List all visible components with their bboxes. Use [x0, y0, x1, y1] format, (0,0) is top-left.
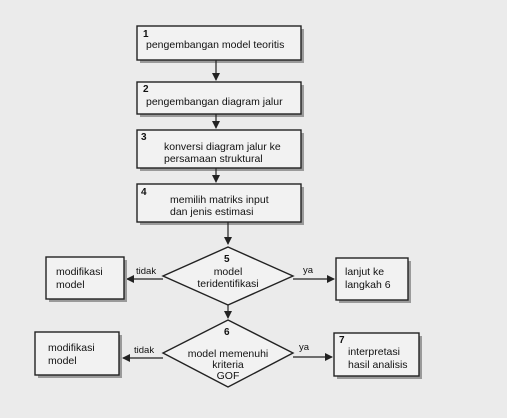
decision-5-number: 5	[224, 254, 230, 265]
decision-6-label-line2: kriteria	[212, 359, 244, 371]
decision-6-no-label: tidak	[134, 345, 154, 356]
modifikasi-model-box-1: modifikasi model	[45, 256, 127, 302]
modifikasi-1-line2: model	[56, 279, 85, 291]
step-2-box: 2 pengembangan diagram jalur	[136, 81, 304, 117]
step-4-label-line1: memilih matriks input	[170, 194, 269, 206]
modifikasi-2-line2: model	[48, 355, 77, 367]
step-1-number: 1	[143, 29, 149, 40]
lanjut-line1: lanjut ke	[345, 266, 384, 278]
decision-6-number: 6	[224, 327, 230, 338]
interpretasi-number: 7	[339, 335, 345, 346]
step-3-label-line1: konversi diagram jalur ke	[164, 141, 281, 153]
step-3-box: 3 konversi diagram jalur ke persamaan st…	[136, 129, 304, 171]
decision-6-label-line1: model memenuhi	[188, 348, 269, 360]
step-2-label: pengembangan diagram jalur	[146, 96, 283, 108]
decision-5-no-label: tidak	[136, 266, 156, 277]
step-3-label-line2: persamaan struktural	[164, 153, 263, 165]
modifikasi-1-line1: modifikasi	[56, 266, 103, 278]
step-2-number: 2	[143, 84, 149, 95]
decision-5-label-line2: teridentifikasi	[197, 278, 258, 290]
decision-5-diamond: 5 model teridentifikasi	[161, 246, 295, 306]
decision-5-label-line1: model	[214, 266, 243, 278]
lanjut-line2: langkah 6	[345, 279, 391, 291]
step-4-box: 4 memilih matriks input dan jenis estima…	[136, 183, 304, 225]
decision-6-diamond: 6 model memenuhi kriteria GOF	[161, 319, 295, 388]
step-3-number: 3	[141, 132, 147, 143]
decision-6-yes-label: ya	[299, 342, 310, 353]
interpretasi-box: 7 interpretasi hasil analisis	[333, 332, 422, 379]
modifikasi-model-box-2: modifikasi model	[34, 331, 122, 378]
step-1-label: pengembangan model teoritis	[146, 39, 284, 51]
decision-6-label-line3: GOF	[217, 370, 240, 382]
interpretasi-line1: interpretasi	[348, 346, 400, 358]
modifikasi-2-line1: modifikasi	[48, 342, 95, 354]
step-4-number: 4	[141, 187, 147, 198]
interpretasi-line2: hasil analisis	[348, 359, 408, 371]
step-1-box: 1 pengembangan model teoritis	[136, 25, 304, 63]
step-4-label-line2: dan jenis estimasi	[170, 206, 253, 218]
lanjut-box: lanjut ke langkah 6	[335, 257, 411, 303]
decision-5-yes-label: ya	[303, 265, 314, 276]
